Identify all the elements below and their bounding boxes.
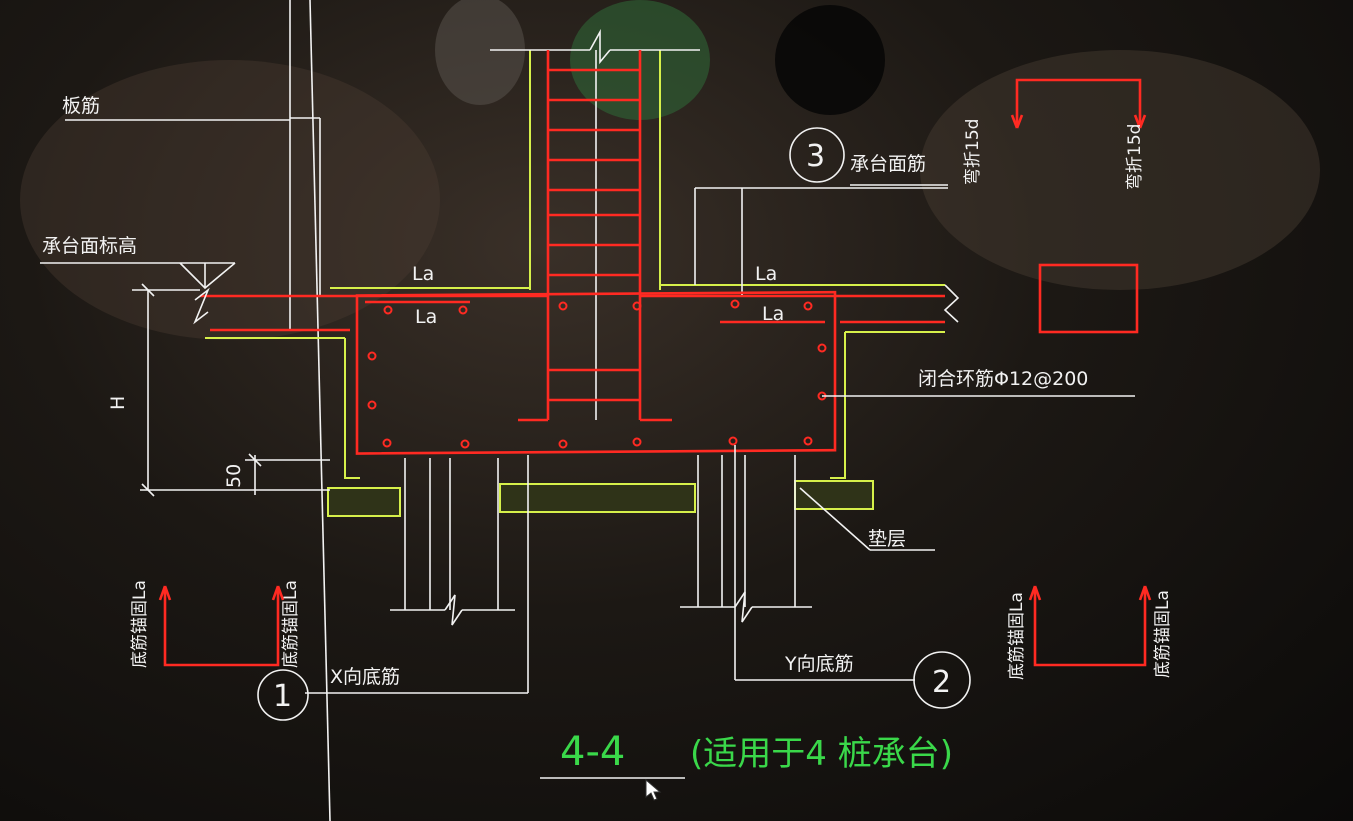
callout-1-number: 1 (273, 679, 292, 714)
label-dim-h: H (107, 396, 129, 410)
section-note: (适用于4 桩承台) (690, 734, 953, 774)
label-cap-top-elevation: 承台面标高 (42, 235, 137, 257)
bottom-bar-shape-right (1028, 585, 1152, 667)
label-la-top-left: La (412, 263, 434, 285)
pile-cap (344, 290, 846, 479)
stirrup-shape (1038, 263, 1139, 334)
leader-lines (65, 119, 1135, 779)
label-la-second-right: La (762, 303, 784, 325)
rebar-dots (367, 299, 827, 449)
background-blob (435, 0, 525, 105)
callout-3 (789, 127, 845, 183)
dimension-h (132, 283, 330, 497)
slab-right (640, 187, 960, 333)
ref-line (309, 0, 331, 821)
label-dim-50: 50 (223, 464, 245, 488)
label-closed-stirrup: 闭合环筋Φ12@200 (918, 368, 1088, 390)
elevation-marker-icon (40, 262, 236, 290)
callout-2 (913, 651, 971, 709)
callout-1 (257, 669, 309, 721)
cursor-hand-icon (645, 778, 662, 801)
label-slab-bar: 板筋 (62, 95, 100, 117)
label-anchor-la: 底筋锚固La (281, 580, 301, 668)
bottom-bar-shape-left (158, 585, 285, 667)
bend-15d-shape (1010, 78, 1147, 129)
column (490, 28, 700, 422)
cushion-layer (327, 480, 874, 517)
label-la-second-left: La (415, 306, 437, 328)
label-bend-15d-right: 弯折15d (1125, 124, 1145, 190)
label-anchor-la: 底筋锚固La (1153, 590, 1173, 678)
label-x-bottom-bar: X向底筋 (330, 666, 400, 688)
label-la-top-right: La (755, 263, 777, 285)
section-title: 4-4 (560, 729, 625, 775)
label-anchor-la: 底筋锚固La (130, 580, 150, 668)
label-cushion: 垫层 (868, 528, 906, 550)
callout-3-number: 3 (806, 139, 825, 174)
label-y-bottom-bar: Y向底筋 (784, 653, 854, 675)
background-blob (920, 50, 1320, 290)
label-cap-top-bar: 承台面筋 (850, 153, 926, 175)
callout-2-number: 2 (932, 665, 951, 700)
label-anchor-la: 底筋锚固La (1007, 592, 1027, 680)
label-bend-15d-left: 弯折15d (963, 119, 983, 185)
background-blob (20, 60, 440, 340)
piles (390, 455, 812, 626)
background-blob (775, 5, 885, 115)
